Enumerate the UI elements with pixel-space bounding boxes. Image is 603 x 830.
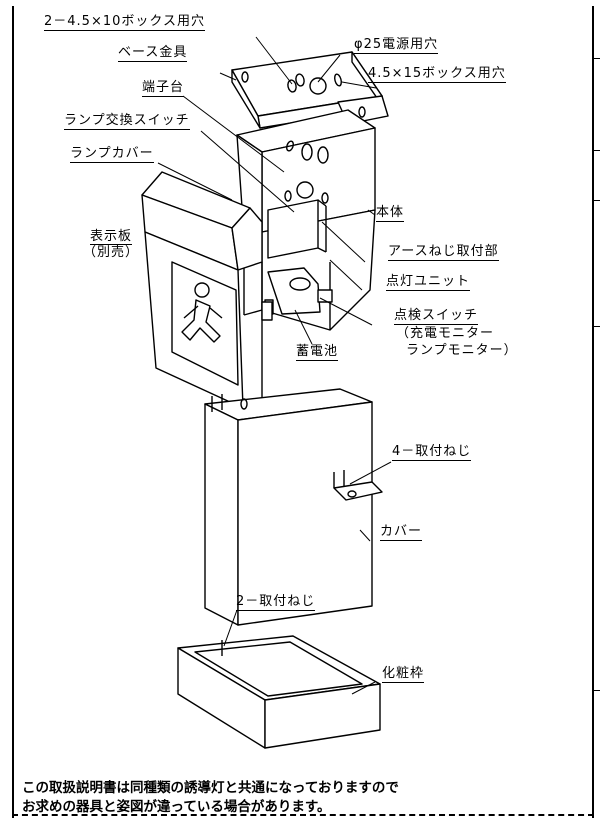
- label-mount-screw-2: 2－取付ねじ: [236, 594, 316, 611]
- leader-lines: [158, 37, 391, 694]
- label-lamp-switch: ランプ交換スイッチ: [64, 113, 190, 130]
- notice-line-2: お求めの器具と姿図が違っている場合があります。: [22, 799, 331, 815]
- label-box-holes-2: 2－4.5×10ボックス用穴: [44, 14, 205, 31]
- base-bracket-part: [232, 52, 388, 128]
- label-mount-screw-4: 4－取付ねじ: [392, 444, 472, 461]
- label-display-board-line2: （別売）: [82, 245, 139, 260]
- display-board-part: [142, 172, 272, 408]
- edge-tick: [592, 150, 600, 151]
- edge-tick: [592, 326, 600, 327]
- notice-line-1: この取扱説明書は同種類の誘導灯と共通になっておりますので: [22, 780, 399, 796]
- label-cover: カバー: [380, 524, 423, 541]
- label-box-holes-4: 4.5×15ボックス用穴: [368, 66, 506, 83]
- label-terminal-block: 端子台: [142, 80, 185, 97]
- page-frame-bottom-dashed: [12, 814, 594, 816]
- label-power-hole: φ25電源用穴: [354, 37, 439, 54]
- label-body: 本体: [376, 205, 405, 222]
- label-check-switch-note1: （充電モニター: [396, 326, 495, 341]
- label-check-switch-note2: ランプモニター）: [406, 343, 518, 358]
- label-battery: 蓄電池: [296, 344, 339, 361]
- edge-tick: [592, 200, 600, 201]
- cover-part: [205, 389, 382, 625]
- label-display-board: 表示板 （別売）: [76, 229, 146, 260]
- label-lighting-unit: 点灯ユニット: [386, 274, 471, 291]
- label-check-switch: 点検スイッチ: [394, 308, 479, 325]
- label-lamp-cover: ランプカバー: [70, 146, 154, 163]
- trim-frame-part: [178, 636, 380, 748]
- label-earth-screw: アースねじ取付部: [388, 244, 499, 261]
- label-display-board-line1: 表示板: [89, 229, 132, 245]
- main-body-part: [237, 110, 375, 330]
- edge-tick: [592, 690, 600, 691]
- label-base-bracket: ベース金具: [118, 45, 188, 62]
- edge-tick: [592, 58, 600, 59]
- page-frame: [12, 6, 594, 818]
- label-trim-frame: 化粧枠: [382, 666, 425, 683]
